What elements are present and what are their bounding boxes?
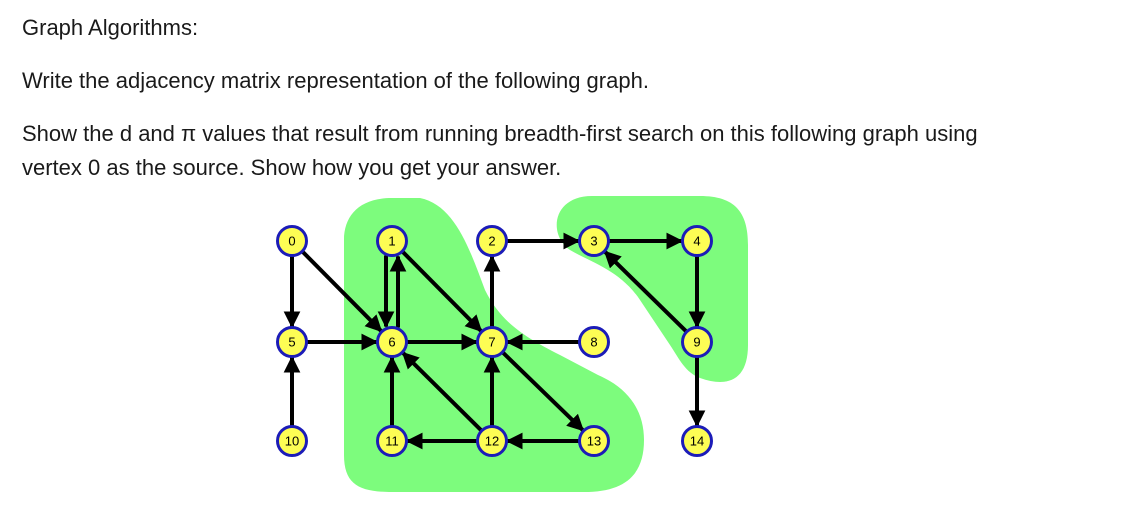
vertex-7: 7 [476, 326, 508, 358]
vertex-circle [376, 225, 408, 257]
edge-0-to-6 [300, 249, 383, 333]
edge-9-to-3 [603, 250, 689, 334]
vertex-14: 14 [681, 425, 713, 457]
vertex-label: 1 [388, 234, 395, 249]
task-bfs-line-1: Show the d and π values that result from… [22, 121, 978, 146]
vertex-11: 11 [376, 425, 408, 457]
heading: Graph Algorithms: [22, 15, 199, 40]
vertex-3: 3 [578, 225, 610, 257]
vertex-label: 5 [288, 335, 295, 350]
vertex-4: 4 [681, 225, 713, 257]
edge-7-to-13 [501, 350, 585, 432]
vertex-6: 6 [376, 326, 408, 358]
vertex-1: 1 [376, 225, 408, 257]
vertex-circle [476, 326, 508, 358]
vertex-circle [681, 425, 713, 457]
vertex-label: 2 [488, 234, 495, 249]
vertex-circle [476, 225, 508, 257]
vertex-circle [276, 326, 308, 358]
vertex-label: 9 [693, 335, 700, 350]
vertex-13: 13 [578, 425, 610, 457]
vertex-8: 8 [578, 326, 610, 358]
vertex-circle [681, 326, 713, 358]
vertex-circle [681, 225, 713, 257]
vertex-label: 14 [690, 434, 704, 449]
vertex-circle [376, 326, 408, 358]
edge-1-to-7 [400, 249, 483, 333]
vertex-5: 5 [276, 326, 308, 358]
vertex-2: 2 [476, 225, 508, 257]
vertex-label: 11 [385, 434, 399, 449]
vertex-10: 10 [276, 425, 308, 457]
vertex-label: 10 [285, 434, 299, 449]
vertex-label: 4 [693, 234, 700, 249]
vertex-9: 9 [681, 326, 713, 358]
vertex-circle [276, 225, 308, 257]
vertex-circle [476, 425, 508, 457]
edge-12-to-6 [401, 351, 484, 433]
vertex-label: 6 [388, 335, 395, 350]
vertex-label: 3 [590, 234, 597, 249]
vertex-label: 7 [488, 335, 495, 350]
vertex-circle [276, 425, 308, 457]
vertex-label: 13 [587, 434, 601, 449]
task-adjacency-matrix: Write the adjacency matrix representatio… [22, 68, 649, 93]
vertex-circle [578, 326, 610, 358]
task-bfs-line-2: vertex 0 as the source. Show how you get… [22, 155, 562, 180]
vertex-circle [578, 425, 610, 457]
vertex-label: 0 [288, 234, 295, 249]
graph-edges [283, 232, 706, 450]
vertex-label: 8 [590, 335, 597, 350]
vertex-12: 12 [476, 425, 508, 457]
vertex-0: 0 [276, 225, 308, 257]
vertex-circle [376, 425, 408, 457]
vertex-label: 12 [485, 434, 499, 449]
vertex-circle [578, 225, 610, 257]
